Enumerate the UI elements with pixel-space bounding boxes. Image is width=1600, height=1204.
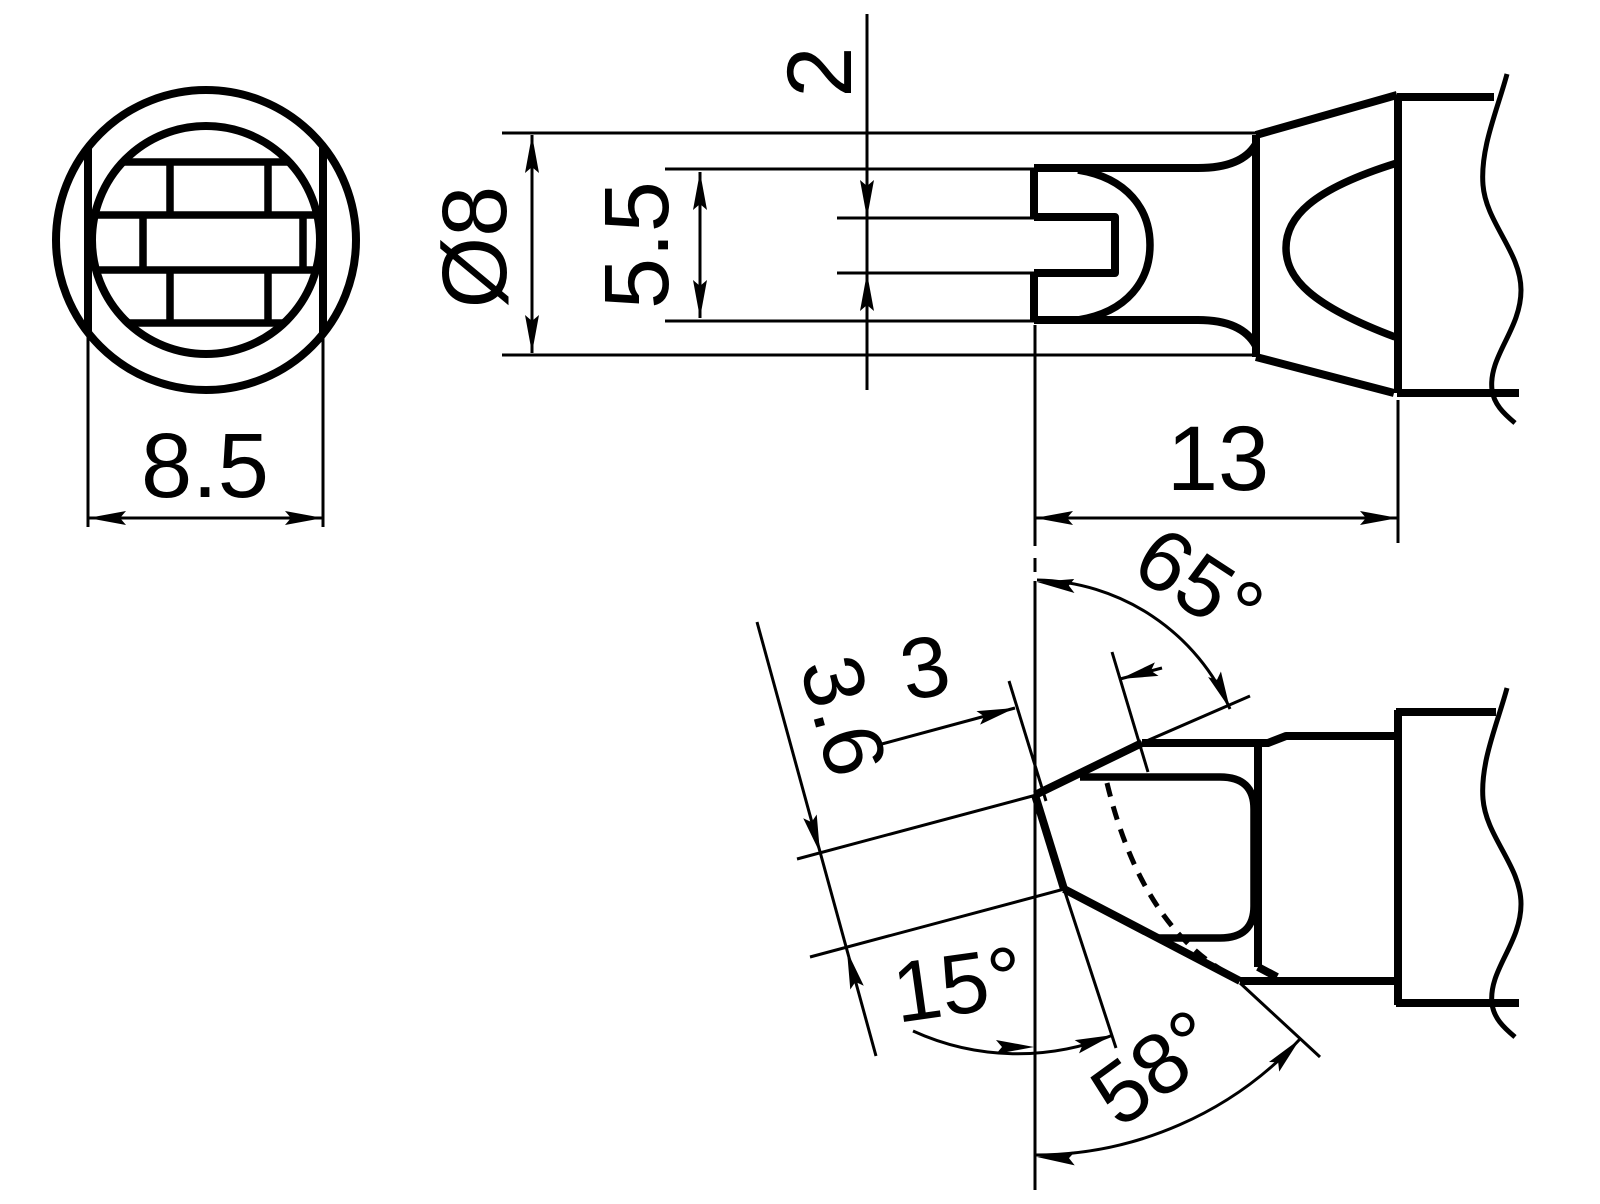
front-face-edge-15 bbox=[1031, 793, 1068, 891]
arrowhead bbox=[1074, 1035, 1113, 1054]
arrowhead bbox=[976, 708, 1015, 725]
dim-3_6-extension-2 bbox=[809, 886, 1069, 959]
bottom-face-edge-58 bbox=[1062, 885, 1242, 985]
shank-edges bbox=[1397, 93, 1519, 397]
arrowhead bbox=[860, 273, 874, 311]
angle-tip-outline bbox=[1031, 708, 1519, 1007]
arrowhead bbox=[1037, 578, 1075, 593]
tip-outline bbox=[1030, 91, 1519, 397]
slot-opening bbox=[1080, 773, 1258, 942]
bottom-kink bbox=[1256, 963, 1279, 981]
arrowhead bbox=[285, 511, 323, 525]
shank-edges bbox=[1396, 708, 1519, 1007]
front-face-extension bbox=[1062, 888, 1118, 1049]
arrowhead bbox=[525, 315, 539, 353]
dim-3-extension-1 bbox=[1007, 680, 1048, 802]
dim-label-5_5: 5.5 bbox=[586, 181, 688, 309]
side-view bbox=[502, 14, 1524, 572]
brick-pattern bbox=[94, 158, 318, 327]
bell-mouth-arc bbox=[1282, 159, 1399, 341]
hidden-dome-edge bbox=[1104, 782, 1234, 979]
top-face-edge-65 bbox=[1033, 739, 1144, 799]
dim-label-58deg: 58° bbox=[1074, 991, 1236, 1145]
arrowhead bbox=[88, 511, 126, 525]
fork-top-edge bbox=[1034, 141, 1260, 172]
arrowhead bbox=[1360, 511, 1398, 525]
arrowhead bbox=[1120, 662, 1159, 679]
dim-3-extension-2 bbox=[1110, 651, 1150, 773]
dim-label-65deg: 65° bbox=[1118, 508, 1279, 659]
end-view bbox=[52, 86, 360, 527]
dim-label-d8: Ø8 bbox=[424, 186, 526, 309]
slot-notch bbox=[1034, 213, 1119, 277]
arrowhead bbox=[693, 280, 707, 318]
dim-label-13: 13 bbox=[1167, 408, 1269, 510]
arrowhead bbox=[803, 814, 820, 853]
arrowhead bbox=[1037, 1151, 1076, 1166]
dim-label-2: 2 bbox=[769, 46, 871, 97]
arrowhead bbox=[996, 1040, 1034, 1054]
arrowhead bbox=[1035, 511, 1073, 525]
side-view-arrows bbox=[525, 135, 1398, 525]
arrowhead bbox=[525, 135, 539, 173]
dim-8_5 bbox=[86, 334, 325, 527]
arrowhead bbox=[693, 172, 707, 210]
angle-view bbox=[755, 578, 1524, 1190]
break-line bbox=[1480, 687, 1524, 1039]
arc-58deg bbox=[1034, 1037, 1302, 1157]
break-line bbox=[1480, 73, 1524, 425]
dim-label-3_6: 3.6 bbox=[781, 646, 905, 786]
arrowhead bbox=[1208, 671, 1230, 709]
cone-edges bbox=[1254, 91, 1399, 397]
fork-bottom-edge bbox=[1034, 316, 1260, 349]
dome-arc bbox=[1077, 166, 1154, 324]
top-edge bbox=[1142, 732, 1396, 747]
angle-view-arrows bbox=[803, 578, 1300, 1166]
dim-label-3: 3 bbox=[893, 617, 957, 720]
dim-label-15deg: 15° bbox=[887, 928, 1029, 1041]
dim-8_5-arrows bbox=[88, 511, 323, 525]
dim-label-8_5: 8.5 bbox=[141, 415, 269, 517]
dim-3_6-extension-1 bbox=[796, 792, 1041, 861]
top-face-extension bbox=[1141, 694, 1251, 745]
arrowhead bbox=[860, 180, 874, 218]
outer-circle bbox=[52, 86, 360, 394]
arrowhead bbox=[847, 951, 864, 990]
arrowhead bbox=[1268, 1039, 1300, 1072]
bottom-face-extension bbox=[1238, 981, 1322, 1059]
